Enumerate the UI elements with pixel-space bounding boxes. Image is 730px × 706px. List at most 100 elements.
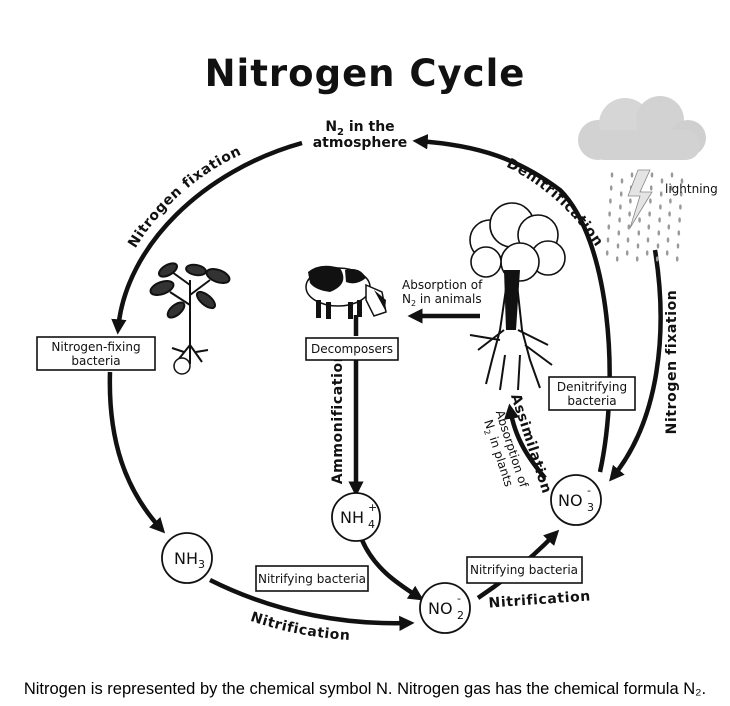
node-no3: NO - 3 [550,474,602,526]
rain-drop [626,237,630,243]
absorption-animals-line2: N2 in animals [402,292,482,308]
rain-drop [629,198,632,204]
rain-drop [636,243,640,249]
rain-drop [615,256,619,262]
rain-drop [609,198,612,204]
rain-drop [665,250,669,256]
rain-drop [677,230,681,236]
rain-drop [628,211,631,217]
rain-drop [635,256,639,262]
absorption-animals-line1: Absorption of [402,278,483,292]
rain-drop [650,172,654,178]
rain-drop [656,243,660,249]
rain-drop [670,172,674,178]
cloud-icon [578,96,706,160]
rain-drop [645,250,649,256]
node-no2-label: NO [428,599,453,618]
box-decomposers-label: Decomposers [311,342,393,356]
rain-drop [616,243,620,249]
caption: Nitrogen is represented by the chemical … [23,680,707,698]
arrow-nh4-to-no2 [359,539,424,601]
rain-drop [619,204,622,210]
box-denitrifying-line1: Denitrifying [557,380,627,394]
node-no3-label: NO [558,491,583,510]
arrow-no3-to-tree [504,403,547,480]
rain-drop [630,172,634,178]
rain-drop [669,185,673,191]
rain-drop [679,204,682,210]
rain-drop [655,256,659,262]
box-decomposers: Decomposers [305,337,399,361]
cow-icon [305,265,387,319]
rain-drop [619,191,623,197]
node-no3-sup: - [587,484,591,497]
process-nitrogen-fixation-left: Nitrogen fixation [125,143,244,251]
arrow-lightning-fixation [609,249,663,482]
lightning-label: lightning [665,182,718,196]
node-nh3-label: NH3 [174,549,205,571]
arrow-atmosphere-to-fixing [111,140,303,335]
rain-icon [605,172,684,262]
rain-drop [658,217,661,223]
rain-drop [606,237,610,243]
box-denitrifying-line2: bacteria [567,394,616,408]
lightning-bolt-icon [627,169,653,229]
rain-drop [666,237,670,243]
page-title: Nitrogen Cycle [204,52,526,95]
rain-drop [646,237,650,243]
rain-drop [608,211,611,217]
tree-icon [469,202,566,391]
node-nh4-sub: 4 [368,518,375,531]
rain-drop [678,217,681,223]
rain-drop [659,191,663,197]
rain-drop [657,230,661,236]
rain-drop [669,198,672,204]
rain-drop [648,211,651,217]
rain-drop [605,250,609,256]
rain-drop [617,230,621,236]
box-nitrifying-bacteria-right: Nitrifying bacteria [466,556,583,584]
rain-drop [679,191,683,197]
rain-drop [625,250,629,256]
rain-drop [638,217,641,223]
rain-drop [607,224,611,230]
process-nitrification-right: Nitrification [488,588,591,611]
node-nh4-sup: + [368,501,377,514]
box-nitrogen-fixing-line1: Nitrogen-fixing [51,340,140,354]
rain-drop [649,198,652,204]
box-denitrifying-bacteria: Denitrifying bacteria [548,376,636,411]
rain-drop [668,211,671,217]
rain-drop [675,256,679,262]
rain-drop [660,178,664,184]
atmosphere-label-line2: atmosphere [313,135,408,151]
plant-icon [149,262,231,375]
rain-drop [620,178,624,184]
box-nitrifying-right-label: Nitrifying bacteria [470,563,578,577]
node-nh4-label: NH [340,508,364,527]
rain-drop [627,224,631,230]
rain-drop [610,172,614,178]
rain-drop [618,217,621,223]
rain-drop [680,178,684,184]
node-nh3: NH3 [161,532,213,584]
node-nh4: NH + 4 [331,492,381,542]
process-nitrogen-fixation-right: Nitrogen fixation [664,290,680,435]
node-no2-sub: 2 [457,609,464,622]
rain-drop [649,185,653,191]
rain-drop [637,230,641,236]
arrow-nh3-to-no2 [208,577,415,632]
box-nitrifying-bacteria-left: Nitrifying bacteria [255,565,369,592]
rain-drop [609,185,613,191]
atmosphere-label: N2 in the [325,119,394,138]
rain-drop [676,243,680,249]
node-no2: NO - 2 [419,582,471,634]
process-ammonification: Ammonification [330,352,346,485]
rain-drop [659,204,662,210]
node-no3-sub: 3 [587,501,594,514]
box-nitrogen-fixing-bacteria: Nitrogen-fixing bacteria [36,336,156,371]
rain-drop [667,224,671,230]
box-nitrogen-fixing-line2: bacteria [71,354,120,368]
arrow-fixing-to-nh3 [107,371,166,534]
